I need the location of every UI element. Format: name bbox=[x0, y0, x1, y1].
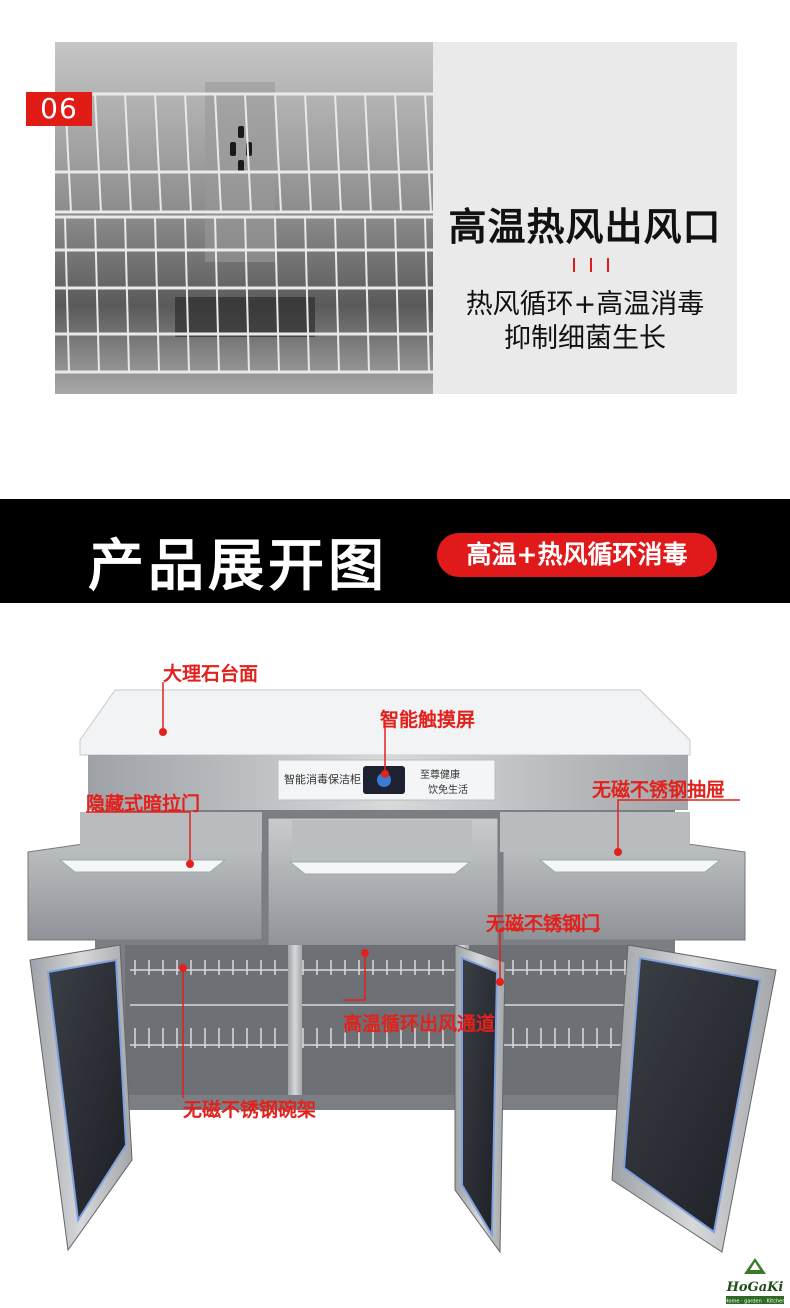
callout-bowl-rack: 无磁不锈钢碗架 bbox=[183, 1099, 317, 1121]
section-number-badge: 06 bbox=[26, 92, 92, 126]
logo-name: HoGaKi bbox=[726, 1280, 784, 1295]
cabinet-exploded-view: 智能消毒保洁柜 至尊健康 饮免生活 bbox=[27, 682, 777, 1254]
banner-tag-pill: 高温+热风循环消毒 bbox=[437, 533, 717, 577]
callout-steel-drawer: 无磁不锈钢抽屉 bbox=[592, 779, 726, 801]
feature-description-line2: 抑制细菌生长 bbox=[504, 323, 666, 354]
feature-text-panel bbox=[433, 42, 737, 394]
feature-description-line1: 热风循环+高温消毒 bbox=[465, 289, 705, 320]
callout-hidden-door: 隐藏式暗拉门 bbox=[86, 793, 201, 815]
panel-text-right-1: 至尊健康 bbox=[420, 768, 460, 781]
hogaki-logo: HoGaKi Home · garden · Kitchen bbox=[725, 1258, 786, 1305]
callout-steel-door: 无磁不锈钢门 bbox=[486, 913, 601, 935]
panel-text-left: 智能消毒保洁柜 bbox=[284, 772, 361, 786]
callout-touch-screen: 智能触摸屏 bbox=[380, 709, 476, 731]
callout-marble-top: 大理石台面 bbox=[163, 663, 259, 685]
feature-title: 高温热风出风口 bbox=[448, 205, 722, 249]
red-tick-divider bbox=[573, 258, 609, 272]
banner-title: 产品展开图 bbox=[88, 534, 388, 599]
logo-tagline: Home · garden · Kitchen bbox=[725, 1299, 786, 1305]
panel-text-right-2: 饮免生活 bbox=[428, 783, 468, 796]
wire-rack-photo bbox=[55, 42, 433, 394]
callout-air-channel: 高温循环出风通道 bbox=[343, 1013, 496, 1035]
